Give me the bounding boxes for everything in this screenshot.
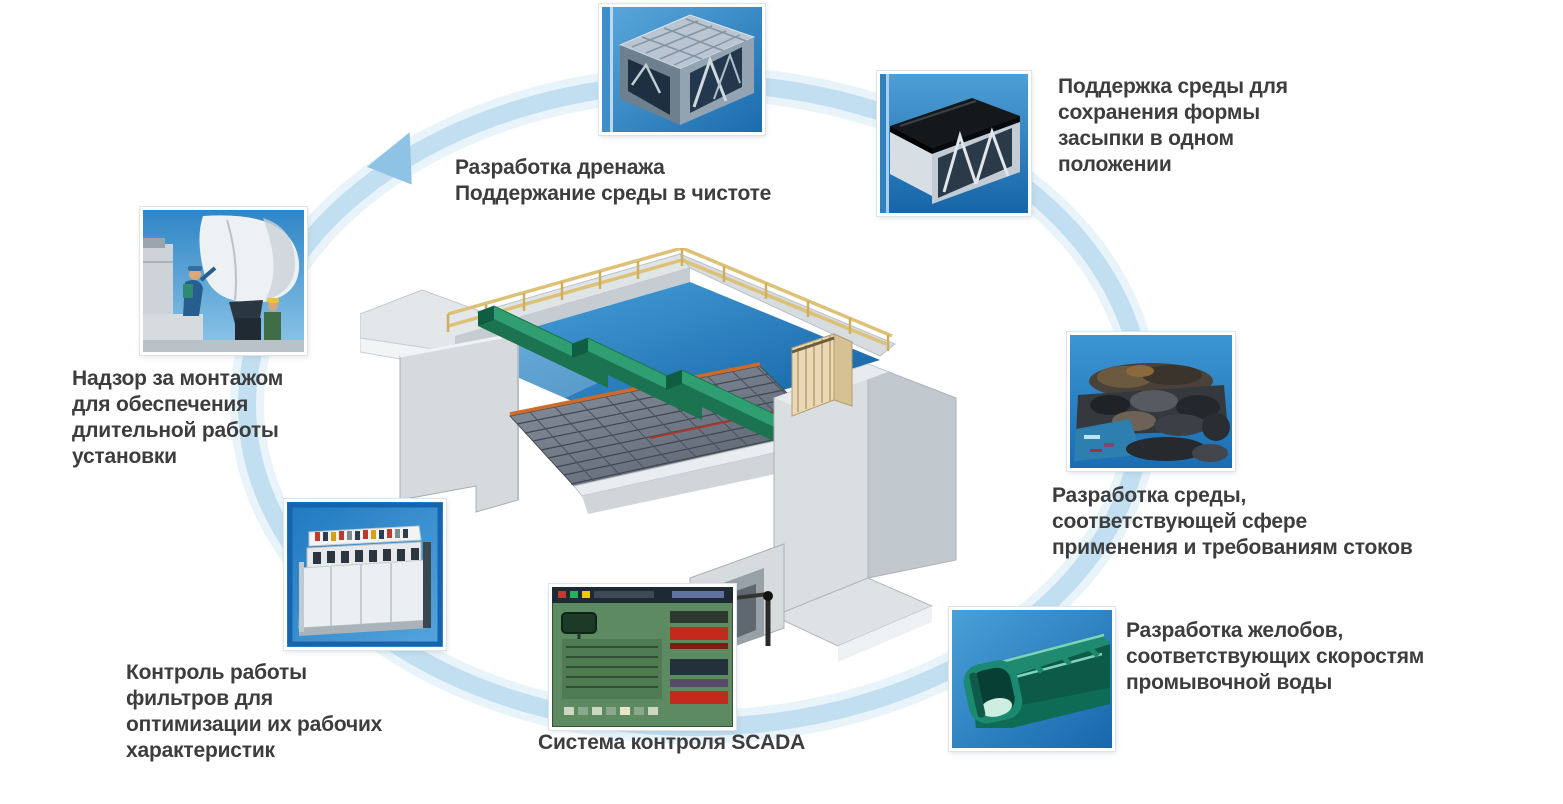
bag-installation-photo — [140, 207, 307, 355]
label-trough-design: Разработка желобов, соответствующих скор… — [1126, 619, 1425, 694]
wash-troughs — [476, 305, 814, 452]
cycle-arrowhead-icon — [366, 132, 412, 185]
filter-control-console-image — [287, 502, 443, 647]
bag-installation-image — [143, 210, 304, 352]
air-pipe-orange — [509, 362, 761, 416]
filter-media-image — [1070, 335, 1232, 468]
water-surface — [455, 282, 880, 433]
label-drainage-design: Разработка дренажа Поддержание среды в ч… — [455, 156, 772, 205]
filter-basin-cutaway-illustration — [360, 248, 957, 663]
wash-trough-image — [952, 610, 1112, 748]
wash-trough-photo — [949, 607, 1115, 751]
label-media-design: Разработка среды, соответствующей сфере … — [1052, 484, 1413, 559]
label-scada-control: Система контроля SCADA — [538, 731, 806, 754]
cut-wall-left — [399, 333, 519, 513]
backwash-console — [790, 333, 854, 417]
capped-underdrain-block-photo — [877, 71, 1031, 216]
underdrain-block-photo — [599, 4, 765, 135]
underdrain-block-image — [602, 7, 762, 132]
label-media-support: Поддержка среды для сохранения формы зас… — [1058, 75, 1288, 176]
right-pier-side — [867, 363, 957, 579]
scada-screen-image — [552, 587, 733, 727]
scada-screen-photo — [549, 584, 736, 730]
capped-underdrain-block-image — [880, 74, 1028, 213]
filter-control-console-photo — [284, 499, 446, 650]
filter-media-photo — [1067, 332, 1235, 471]
label-installation-supervision: Надзор за монтажом для обеспечения длите… — [72, 367, 284, 468]
valve-icon — [763, 591, 773, 601]
label-filter-monitoring: Контроль работы фильтров для оптимизации… — [126, 661, 383, 762]
